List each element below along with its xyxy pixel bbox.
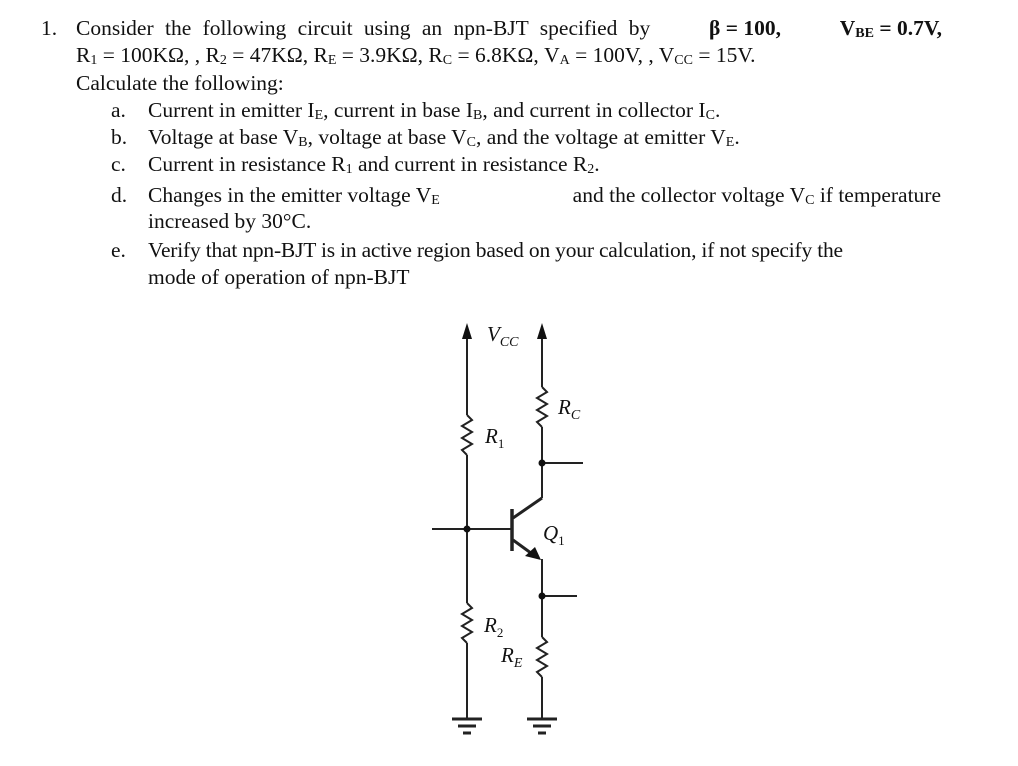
- r2-resistor: [460, 602, 474, 644]
- item-a-text: Current in emitter IE, current in base I…: [148, 98, 721, 123]
- problem-number: 1.: [41, 16, 58, 40]
- ground-left-icon: [452, 717, 482, 735]
- base-node-dot: [463, 525, 471, 533]
- item-d-text: Changes in the emitter voltage VE and th…: [148, 183, 941, 208]
- item-d-text-line2: increased by 30°C.: [148, 209, 312, 233]
- problem-intro: Consider the following circuit using an …: [76, 15, 942, 42]
- q1-label: Q1: [543, 521, 565, 548]
- calculate-heading: Calculate the following:: [76, 71, 284, 95]
- rc-label: RC: [557, 395, 581, 423]
- item-b-text: Voltage at base VB, voltage at base VC, …: [148, 125, 740, 150]
- vbe-spec: VBE = 0.7V,: [839, 16, 942, 41]
- rc-resistor: [535, 386, 549, 428]
- item-e-text: Verify that npn-BJT is in active region …: [148, 238, 843, 262]
- re-resistor: [535, 636, 549, 678]
- emitter-arrow-icon: [525, 547, 541, 560]
- vcc-arrow-left-icon: [462, 323, 472, 339]
- r1-resistor: [460, 414, 474, 456]
- vcc-arrow-right-icon: [537, 323, 547, 339]
- collector-node-dot: [538, 459, 546, 467]
- item-e-text-line2: mode of operation of npn-BJT: [148, 265, 410, 289]
- collector-lead: [512, 496, 543, 520]
- item-a-label: a.: [111, 98, 126, 122]
- component-values: R1 = 100KΩ, , R2 = 47KΩ, RE = 3.9KΩ, RC …: [76, 43, 756, 68]
- item-d-label: d.: [111, 183, 128, 207]
- re-label: RE: [500, 643, 523, 671]
- item-c-text: Current in resistance R1 and current in …: [148, 152, 600, 177]
- r1-label: R1: [484, 424, 504, 451]
- emitter-node-dot: [538, 592, 546, 600]
- ground-right-icon: [527, 717, 557, 735]
- item-c-label: c.: [111, 152, 126, 176]
- item-e-label: e.: [111, 238, 126, 262]
- item-b-label: b.: [111, 125, 128, 149]
- r2-label: R2: [483, 613, 503, 640]
- vcc-label: VCC: [487, 322, 519, 350]
- intro-text: Consider the following circuit using an …: [76, 16, 651, 40]
- beta-spec: β = 100,: [709, 16, 781, 40]
